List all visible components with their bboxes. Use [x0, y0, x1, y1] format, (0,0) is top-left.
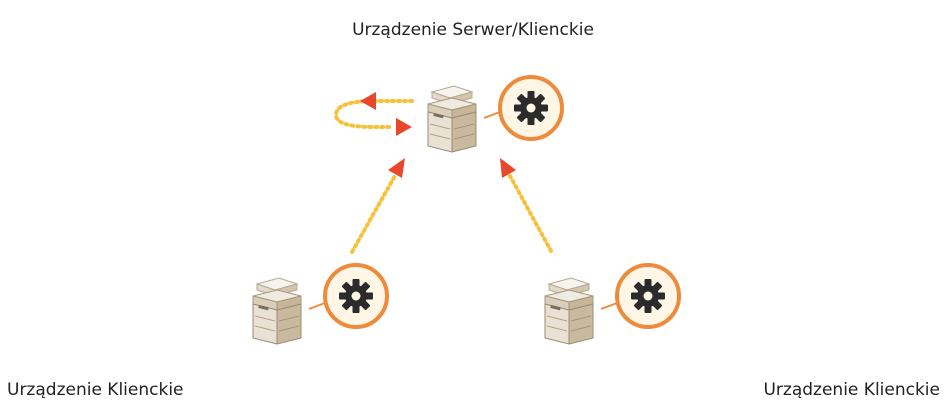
- arrow-up-right-icon: [388, 158, 405, 178]
- arrow-right-icon: [396, 118, 412, 136]
- server-client-device: [427, 75, 564, 153]
- connector-left: [350, 158, 405, 254]
- sync-loop: [333, 92, 414, 136]
- gear-icon: [615, 263, 681, 329]
- printer-icon: [544, 277, 594, 345]
- client-device-left-label: Urządzenie Klienckie: [7, 380, 184, 400]
- client-device-right: [544, 263, 681, 345]
- printer-icon: [427, 85, 477, 153]
- gear-icon: [498, 75, 564, 141]
- client-device-left: [252, 263, 389, 345]
- client-device-right-label: Urządzenie Klienckie: [763, 380, 940, 400]
- gear-icon: [323, 263, 389, 329]
- arrow-up-left-icon: [500, 158, 516, 178]
- arrow-left-icon: [360, 92, 376, 110]
- printer-icon: [252, 277, 302, 345]
- connector-right: [500, 158, 553, 253]
- server-client-device-label: Urządzenie Serwer/Klienckie: [352, 20, 594, 40]
